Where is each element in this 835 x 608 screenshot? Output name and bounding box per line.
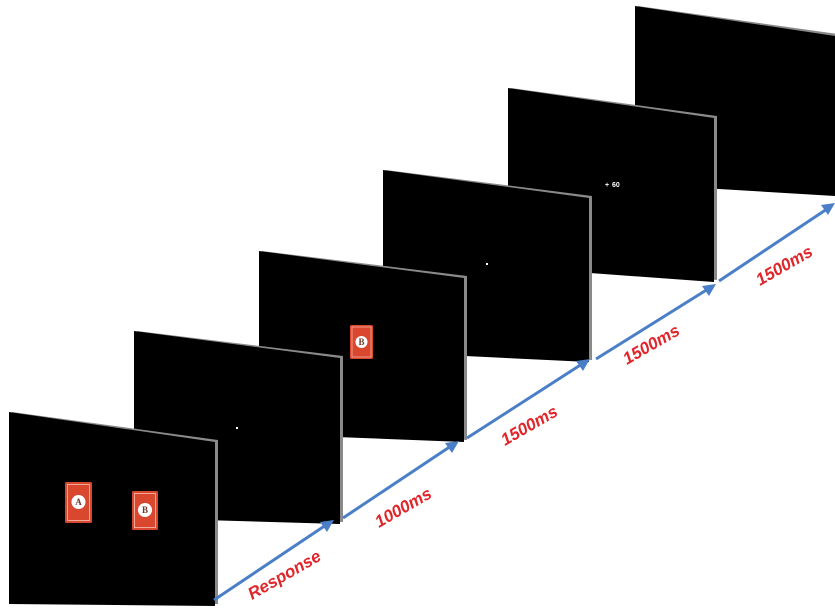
arrow-response — [213, 520, 334, 602]
arrow-1500ms-c — [718, 203, 835, 283]
label-1500ms-c: 1500ms — [753, 242, 817, 290]
fixation-dot — [236, 427, 238, 429]
label-1500ms-b: 1500ms — [620, 321, 684, 369]
chosen-card: B — [350, 325, 373, 359]
fixation-dot — [486, 263, 488, 265]
timeline-arrows — [213, 203, 835, 602]
arrow-1000ms — [342, 441, 459, 520]
label-response: Response — [245, 546, 325, 603]
chosen-card-letter: B — [358, 337, 364, 347]
arrow-1500ms-b — [595, 284, 716, 361]
label-1500ms-a: 1500ms — [498, 402, 562, 450]
arrow-1500ms-a — [466, 359, 590, 440]
card-right-letter: B — [142, 505, 148, 515]
card-right: B — [132, 491, 158, 530]
feedback-plus-sign: + — [605, 182, 609, 189]
card-left: A — [65, 482, 92, 523]
card-left-letter: A — [75, 497, 82, 507]
screen-choice: A B — [9, 412, 218, 606]
feedback-value: 60 — [612, 182, 620, 189]
